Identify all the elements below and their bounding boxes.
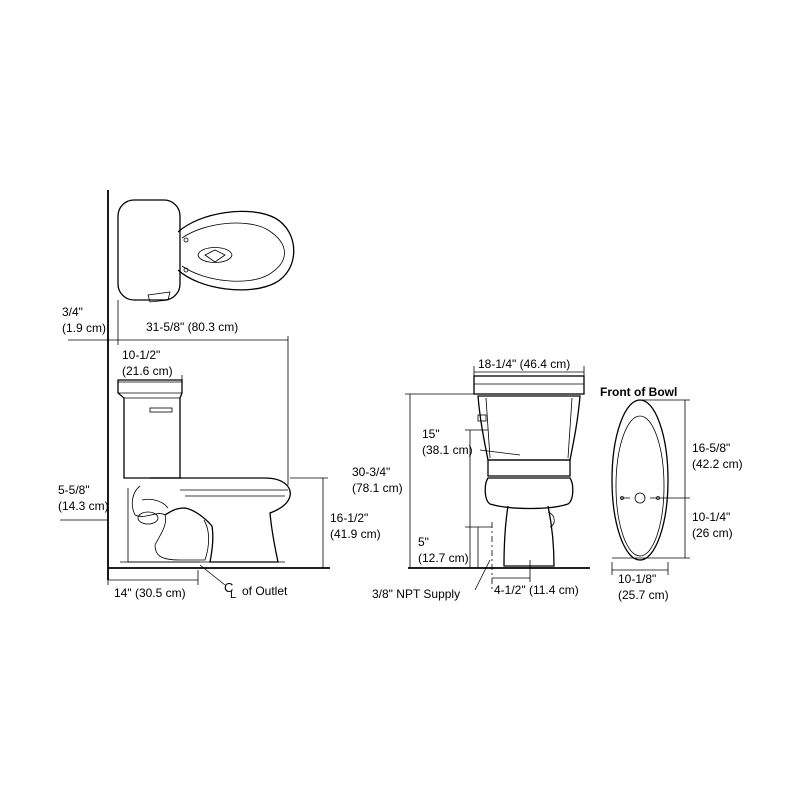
outlet-text: of Outlet [242,584,288,598]
bowl-width-in: 10-1/8" [618,572,656,586]
overall-length: 31-5/8" (80.3 cm) [146,320,238,334]
flush-handle [149,407,173,413]
side-view [60,190,330,586]
seat-height-cm: (38.1 cm) [422,443,473,457]
rough-in: 14" (30.5 cm) [114,586,186,600]
supply-height-in: 5-5/8" [58,483,90,497]
bolt-hole-center [634,492,646,504]
front-of-bowl-title: Front of Bowl [600,385,677,399]
supply-height-cm: (14.3 cm) [58,499,109,513]
npt-supply: 3/8" NPT Supply [372,587,460,601]
tank-plan-outline [117,199,181,301]
trapway [131,485,210,561]
supply-offset: 4-1/2" (11.4 cm) [494,583,579,597]
supply-cm: (12.7 cm) [418,551,469,565]
bowl-front-plan [611,399,690,575]
supply-in: 5" [418,535,429,549]
outlet-cl-symbol: C [224,580,233,595]
pedestal-front [503,505,555,567]
bowl-plan-outline [177,210,295,291]
bowl-length-cm: (42.2 cm) [692,457,743,471]
tank-side-outline [117,379,183,479]
rim-height-in: 16-1/2" [330,511,368,525]
overall-height-in: 30-3/4" [352,465,390,479]
tank-body-front [477,395,581,461]
outlet-cl-symbol-l: L [230,589,236,601]
flush-handle-front [477,414,487,422]
bowl-rim-front [484,477,574,510]
seat-front [487,459,571,477]
wall-offset-in: 3/4" [62,305,83,319]
tank-depth-in: 10-1/2" [122,348,160,362]
bowl-width-cm: (25.7 cm) [618,588,669,602]
bowl-outlet-opening [197,247,233,263]
plan-view [117,199,295,303]
tank-width: 18-1/4" (46.4 cm) [478,357,570,371]
bowl-oval-outer [611,399,669,561]
bowl-side-outline [150,477,291,563]
rim-height-cm: (41.9 cm) [330,527,381,541]
overall-height-cm: (78.1 cm) [352,481,403,495]
bowl-front-cm: (26 cm) [692,526,733,540]
bowl-front-in: 10-1/4" [692,510,730,524]
tank-depth-cm: (21.6 cm) [122,364,173,378]
bowl-length-in: 16-5/8" [692,441,730,455]
tank-lid-front [473,375,585,395]
front-view [405,366,590,591]
wall-offset-cm: (1.9 cm) [62,321,106,335]
seat-height-in: 15" [422,427,440,441]
